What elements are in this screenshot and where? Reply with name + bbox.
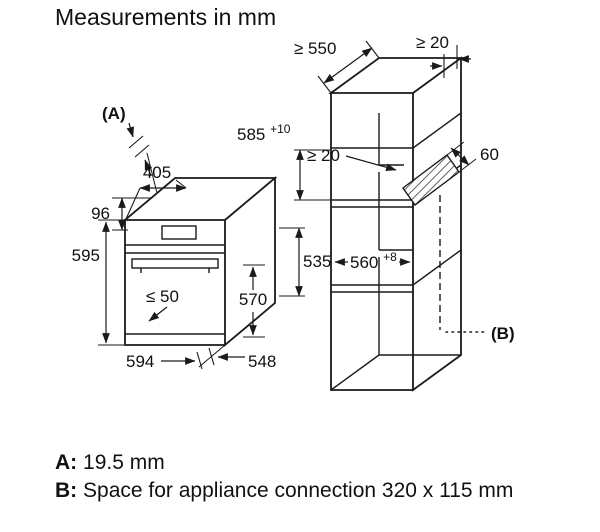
dim-a-marker: (A) <box>102 104 158 194</box>
dim-535-ticks <box>279 227 305 297</box>
dim-60-label: 60 <box>480 145 499 164</box>
dim-max-50-arrow <box>148 306 168 322</box>
dim-548-label: 548 <box>248 352 276 371</box>
dim-a-label: (A) <box>102 104 126 123</box>
page-title: Measurements in mm <box>55 4 277 30</box>
oven-control-display <box>161 225 197 240</box>
dim-405-extensions <box>125 179 187 220</box>
dim-min-550-extensions <box>317 40 380 94</box>
cabinet-body <box>328 56 464 392</box>
dim-560: 560 +8 <box>334 250 411 272</box>
dim-96: 96 <box>91 197 152 231</box>
dim-595-ticks <box>98 219 128 346</box>
dim-max-50: ≤ 50 <box>146 287 179 322</box>
dim-570: 570 <box>239 264 267 338</box>
dim-min-20-top-extensions <box>443 45 458 78</box>
legend-notes: A: 19.5 mm B: Space for appliance connec… <box>55 449 513 504</box>
dim-535-label: 535 <box>303 252 331 271</box>
dim-585-ticks <box>294 149 330 201</box>
note-a-key: A: <box>55 451 78 474</box>
dim-535: 535 <box>279 227 331 297</box>
cabinet-dimensions: ≥ 550 ≥ 20 585 +10 ≥ 20 <box>237 33 515 343</box>
oven-dimensions: (A) 405 96 595 ≤ 5 <box>72 104 332 371</box>
dim-594: 594 <box>126 351 203 371</box>
dim-min-550-line <box>323 47 373 84</box>
note-a-value: 19.5 mm <box>83 451 165 474</box>
dim-96-ticks <box>112 197 152 231</box>
note-b-key: B: <box>55 479 78 502</box>
oven-front-details <box>125 244 225 335</box>
dim-60: 60 <box>446 141 499 173</box>
dim-a-arrow-top <box>126 122 134 138</box>
dim-96-label: 96 <box>91 204 110 223</box>
dim-595-label: 595 <box>72 246 100 265</box>
dim-594-label: 594 <box>126 352 154 371</box>
dim-a-ticks <box>128 135 150 158</box>
dim-min-20-inner-arrow <box>345 155 397 172</box>
dim-570-label: 570 <box>239 290 267 309</box>
dim-585: 585 +10 <box>237 122 330 201</box>
dim-a-arrow-bottom <box>144 159 153 177</box>
dim-595: 595 <box>72 219 128 346</box>
dim-min-20-top-label: ≥ 20 <box>416 33 449 52</box>
dim-max-50-label: ≤ 50 <box>146 287 179 306</box>
cabinet-interior-lines <box>330 112 462 391</box>
dim-b-label: (B) <box>491 324 515 343</box>
connection-space-b: (B) <box>439 195 515 343</box>
dim-min-550: ≥ 550 <box>294 39 380 94</box>
dim-585-value: 585 <box>237 125 265 144</box>
dim-min-20-inner: ≥ 20 <box>307 146 397 172</box>
dim-min-20-top: ≥ 20 <box>416 33 471 78</box>
note-b: B: Space for appliance connection 320 x … <box>55 477 513 504</box>
dim-570-ticks <box>243 264 265 338</box>
dim-560-tolerance: +8 <box>383 250 397 264</box>
dim-585-label: 585 +10 <box>237 122 291 144</box>
dim-min-550-label: ≥ 550 <box>294 39 336 58</box>
note-a: A: 19.5 mm <box>55 449 513 476</box>
dim-405-label: 405 <box>143 163 171 182</box>
dim-585-tolerance: +10 <box>270 122 291 136</box>
dim-548: 548 <box>198 344 276 371</box>
cabinet-drawing <box>328 56 464 392</box>
oven-door-handle <box>131 258 219 269</box>
dim-548-extension <box>198 344 226 368</box>
dim-405: 405 <box>125 163 187 220</box>
dim-594-tick <box>196 351 203 370</box>
dim-60-line <box>450 147 470 166</box>
dim-560-label: 560 +8 <box>350 250 397 272</box>
dim-560-value: 560 <box>350 253 378 272</box>
dim-min-20-inner-label: ≥ 20 <box>307 146 340 165</box>
note-b-value: Space for appliance connection 320 x 115… <box>83 479 514 502</box>
